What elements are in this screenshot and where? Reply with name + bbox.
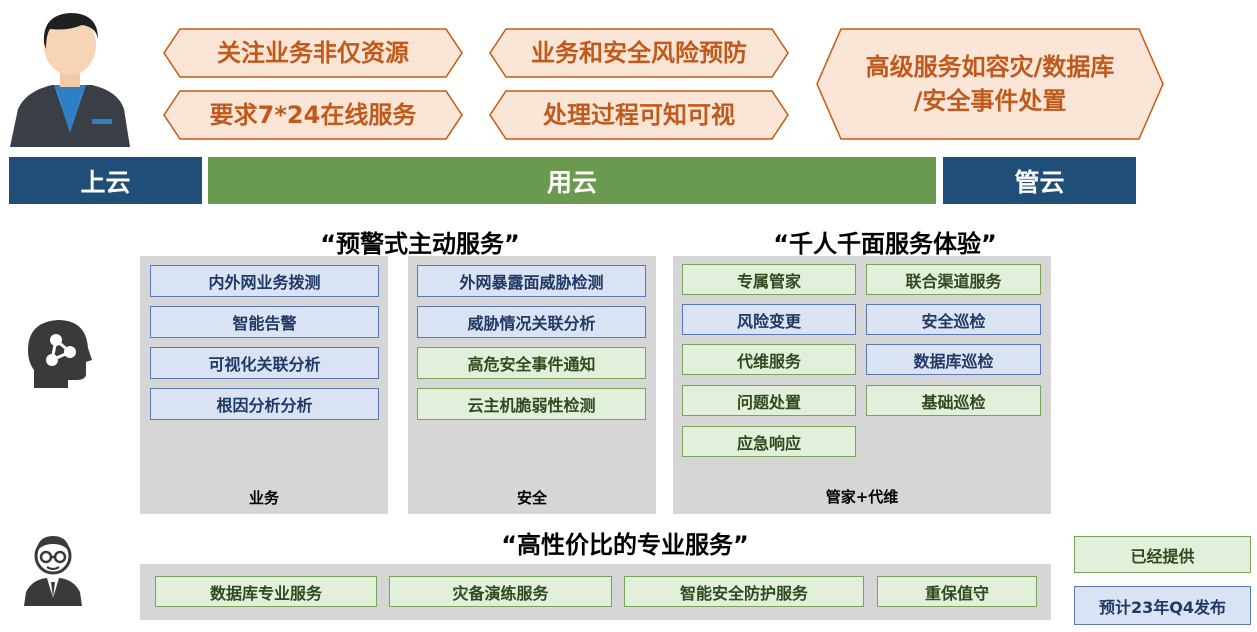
service-box: 联合渠道服务 xyxy=(866,264,1041,295)
header-item-label: 处理过程可知可视 xyxy=(543,101,735,129)
stage-bar-onboard: 上云 xyxy=(9,157,202,204)
stage-bar-use: 用云 xyxy=(208,157,936,204)
service-box: 基础巡检 xyxy=(866,385,1041,416)
service-box: 云主机脆弱性检测 xyxy=(417,388,646,420)
service-box: 外网暴露面威胁检测 xyxy=(417,265,646,297)
panel-label: 管家+代维 xyxy=(825,488,899,506)
header-item-label: 高级服务如容灾/数据库 /安全事件处置 xyxy=(865,53,1115,115)
service-box: 内外网业务拨测 xyxy=(150,265,379,297)
service-box: 数据库专业服务 xyxy=(155,576,377,607)
service-box: 威胁情况关联分析 xyxy=(417,306,646,338)
section-title-professional: “高性价比的专业服务” xyxy=(501,531,749,559)
panel-label: 安全 xyxy=(516,489,547,507)
header-item-focus-business: 关注业务非仅资源 xyxy=(162,28,464,78)
ai-brain-head-icon xyxy=(26,318,92,388)
section-title-experience: “千人千面服务体验” xyxy=(773,230,997,258)
service-box: 代维服务 xyxy=(682,344,856,375)
service-box: 问题处置 xyxy=(682,385,856,416)
service-box: 智能告警 xyxy=(150,306,379,338)
service-box: 重保值守 xyxy=(877,576,1037,607)
header-item-label: 关注业务非仅资源 xyxy=(217,39,409,67)
service-box: 智能安全防护服务 xyxy=(624,576,864,607)
service-box: 数据库巡检 xyxy=(866,344,1041,375)
stage-label: 用云 xyxy=(546,168,597,197)
panel-business: 内外网业务拨测 智能告警 可视化关联分析 根因分析分析 业务 xyxy=(140,256,388,514)
service-box: 可视化关联分析 xyxy=(150,347,379,379)
service-box: 应急响应 xyxy=(682,426,856,457)
header-item-label: 要求7*24在线服务 xyxy=(209,101,417,129)
legend-planned: 预计23年Q4发布 xyxy=(1074,586,1251,625)
service-box: 灾备演练服务 xyxy=(389,576,612,607)
engineer-with-glasses-icon xyxy=(22,532,84,606)
service-box: 高危安全事件通知 xyxy=(417,347,646,379)
stage-label: 上云 xyxy=(80,167,131,197)
service-box: 专属管家 xyxy=(682,264,856,295)
panel-steward: 专属管家 风险变更 代维服务 问题处置 应急响应 联合渠道服务 安全巡检 数据库… xyxy=(673,256,1051,514)
stage-label: 管云 xyxy=(1014,167,1065,197)
panel-professional: 数据库专业服务 灾备演练服务 智能安全防护服务 重保值守 xyxy=(140,564,1051,620)
legend-provided: 已经提供 xyxy=(1074,536,1251,573)
panel-label: 业务 xyxy=(248,489,279,507)
service-box: 根因分析分析 xyxy=(150,388,379,420)
header-item-risk-prevention: 业务和安全风险预防 xyxy=(488,28,790,78)
panel-security: 外网暴露面威胁检测 威胁情况关联分析 高危安全事件通知 云主机脆弱性检测 安全 xyxy=(408,256,656,514)
service-box: 安全巡检 xyxy=(866,304,1041,335)
section-title-warning: “预警式主动服务” xyxy=(320,230,520,258)
header-item-label: 业务和安全风险预防 xyxy=(531,39,747,67)
stage-bar-manage: 管云 xyxy=(943,157,1136,204)
businessman-icon xyxy=(8,5,132,147)
service-box: 风险变更 xyxy=(682,304,856,335)
header-item-24x7-service: 要求7*24在线服务 xyxy=(162,90,464,140)
header-item-advanced-services: 高级服务如容灾/数据库 /安全事件处置 xyxy=(815,28,1165,140)
header-item-visible-process: 处理过程可知可视 xyxy=(488,90,790,140)
